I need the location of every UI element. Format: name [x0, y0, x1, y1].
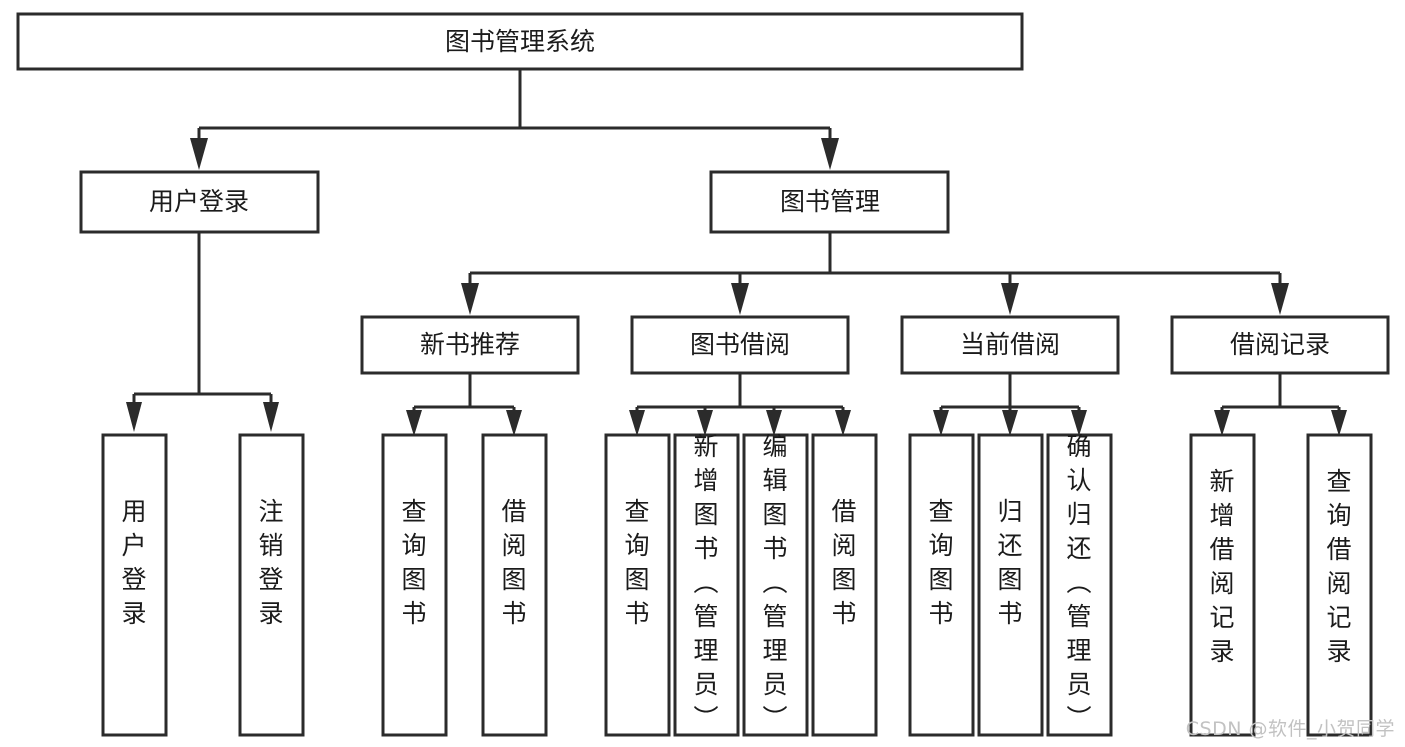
arrow-to-borrow-record — [1271, 283, 1289, 315]
arrow-to-leaf-query-book-1 — [406, 410, 422, 436]
connector-group-book-borrow — [629, 373, 851, 436]
node-leaf-query-book-1-box[interactable] — [381, 433, 448, 737]
node-new-book-recommend[interactable]: 新书推荐 — [360, 315, 580, 375]
node-leaf-query-book-2[interactable]: 查询图书 — [604, 433, 671, 737]
arrow-to-leaf-edit-book — [766, 410, 782, 436]
node-root-box[interactable] — [16, 12, 1024, 71]
node-leaf-confirm-return[interactable]: 确认归还︵管理员︶ — [1046, 432, 1113, 737]
node-leaf-logout-login-box[interactable] — [238, 433, 305, 737]
node-user-login[interactable]: 用户登录 — [79, 170, 320, 234]
arrow-to-leaf-borrow-book-1 — [506, 410, 522, 436]
node-borrow-record[interactable]: 借阅记录 — [1170, 315, 1390, 375]
node-borrow-record-label: 借阅记录 — [1230, 330, 1330, 359]
node-leaf-query-record[interactable]: 查询借阅记录 — [1306, 433, 1373, 737]
node-leaf-add-record[interactable]: 新增借阅记录 — [1189, 433, 1256, 737]
node-leaf-user-login-box[interactable] — [101, 433, 168, 737]
node-book-management-label: 图书管理 — [780, 187, 880, 216]
node-leaf-edit-book-label: 编辑图书︵管理员︶ — [762, 432, 787, 733]
node-current-borrow[interactable]: 当前借阅 — [900, 315, 1120, 375]
node-root-label: 图书管理系统 — [445, 27, 595, 56]
connector-group-borrow-record — [1214, 373, 1347, 436]
arrow-to-leaf-confirm-return — [1071, 410, 1087, 436]
watermark-text: CSDN @软件_小贺同学 — [1185, 718, 1395, 740]
node-current-borrow-box[interactable] — [900, 315, 1120, 375]
node-leaf-borrow-book-1[interactable]: 借阅图书 — [481, 433, 548, 737]
node-leaf-edit-book-box[interactable] — [742, 433, 809, 737]
node-user-login-label: 用户登录 — [149, 187, 249, 216]
arrow-to-leaf-logout-login — [263, 402, 279, 432]
arrow-to-leaf-user-login — [126, 402, 142, 432]
node-leaf-query-book-3-label: 查询图书 — [928, 497, 953, 628]
node-new-book-recommend-box[interactable] — [360, 315, 580, 375]
node-leaf-query-record-label: 查询借阅记录 — [1326, 467, 1351, 666]
node-leaf-logout-login[interactable]: 注销登录 — [238, 433, 305, 737]
arrow-to-leaf-return-book — [1002, 410, 1018, 436]
connector-group-book-management — [461, 232, 1289, 315]
node-user-login-box[interactable] — [79, 170, 320, 234]
node-leaf-query-book-2-box[interactable] — [604, 433, 671, 737]
node-leaf-add-record-label: 新增借阅记录 — [1209, 467, 1234, 666]
node-leaf-return-book-box[interactable] — [977, 433, 1044, 737]
node-leaf-borrow-book-2-box[interactable] — [811, 433, 878, 737]
node-book-management-box[interactable] — [709, 170, 950, 234]
node-book-borrow-label: 图书借阅 — [690, 330, 790, 359]
node-borrow-record-box[interactable] — [1170, 315, 1390, 375]
arrow-to-user-login — [190, 138, 208, 170]
node-leaf-query-book-2-label: 查询图书 — [624, 497, 649, 628]
arrow-to-leaf-borrow-book-2 — [835, 410, 851, 436]
node-book-management[interactable]: 图书管理 — [709, 170, 950, 234]
node-leaf-confirm-return-label: 确认归还︵管理员︶ — [1066, 432, 1091, 733]
node-leaf-query-book-1-label: 查询图书 — [401, 497, 426, 628]
node-leaf-query-book-3[interactable]: 查询图书 — [908, 433, 975, 737]
arrow-to-book-management — [821, 138, 839, 170]
node-book-borrow[interactable]: 图书借阅 — [630, 315, 850, 375]
arrow-to-leaf-query-book-2 — [629, 410, 645, 436]
connector-group-current-borrow — [933, 373, 1087, 436]
node-leaf-borrow-book-2[interactable]: 借阅图书 — [811, 433, 878, 737]
node-leaf-borrow-book-1-label: 借阅图书 — [501, 497, 526, 628]
arrow-to-book-borrow — [731, 283, 749, 315]
connector-group-root — [190, 69, 839, 170]
node-leaf-borrow-book-2-label: 借阅图书 — [831, 497, 856, 628]
node-leaf-return-book[interactable]: 归还图书 — [977, 433, 1044, 737]
node-leaf-user-login-label: 用户登录 — [121, 497, 146, 628]
node-leaf-edit-book[interactable]: 编辑图书︵管理员︶ — [742, 432, 809, 737]
node-current-borrow-label: 当前借阅 — [960, 330, 1060, 359]
node-leaf-add-book[interactable]: 新增图书︵管理员︶ — [673, 432, 740, 737]
node-leaf-borrow-book-1-box[interactable] — [481, 433, 548, 737]
node-new-book-recommend-label: 新书推荐 — [420, 330, 520, 359]
node-leaf-user-login[interactable]: 用户登录 — [101, 433, 168, 737]
arrow-to-new-book-recommend — [461, 283, 479, 315]
connector-group-user-login — [126, 232, 279, 432]
arrow-to-leaf-add-book — [697, 410, 713, 436]
node-leaf-logout-login-label: 注销登录 — [258, 497, 283, 628]
arrow-to-leaf-add-record — [1214, 410, 1230, 436]
arrow-to-leaf-query-record — [1331, 410, 1347, 436]
node-leaf-add-book-box[interactable] — [673, 433, 740, 737]
node-root[interactable]: 图书管理系统 — [16, 12, 1024, 71]
node-leaf-add-book-label: 新增图书︵管理员︶ — [693, 432, 718, 733]
node-leaf-query-book-3-box[interactable] — [908, 433, 975, 737]
node-leaf-confirm-return-box[interactable] — [1046, 433, 1113, 737]
arrow-to-current-borrow — [1001, 283, 1019, 315]
node-book-borrow-box[interactable] — [630, 315, 850, 375]
connector-group-new-book-recommend — [406, 373, 522, 436]
node-leaf-return-book-label: 归还图书 — [997, 497, 1022, 628]
arrow-to-leaf-query-book-3 — [933, 410, 949, 436]
node-leaf-query-book-1[interactable]: 查询图书 — [381, 433, 448, 737]
node-leaf-query-record-box[interactable] — [1306, 433, 1373, 737]
node-leaf-add-record-box[interactable] — [1189, 433, 1256, 737]
